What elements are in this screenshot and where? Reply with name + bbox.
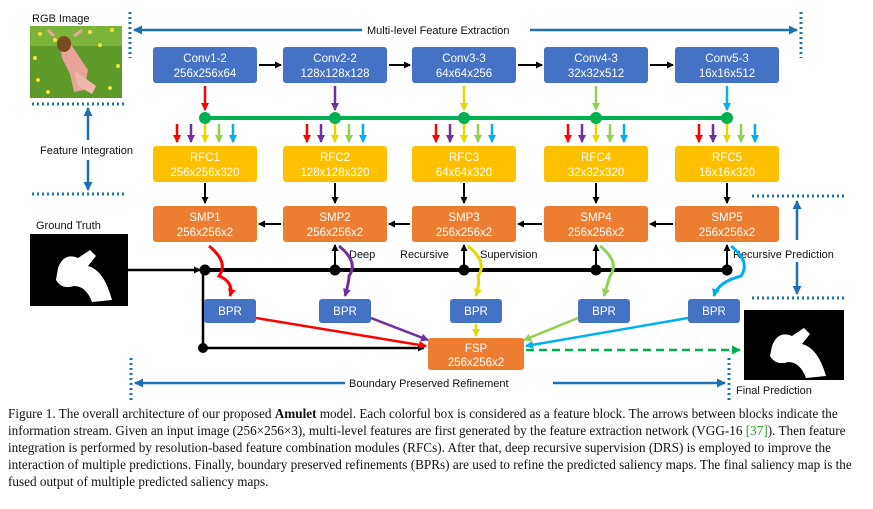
integration-node bbox=[199, 112, 211, 124]
rfc-size: 64x64x320 bbox=[436, 167, 492, 179]
conv-name: Conv4-3 bbox=[574, 53, 617, 65]
rfc-size: 32x32x320 bbox=[568, 167, 624, 179]
smp-size: 256x256x2 bbox=[699, 227, 755, 239]
conv-size: 256x256x64 bbox=[174, 68, 237, 80]
caption-text3: ). Then feature integration is performed… bbox=[8, 423, 852, 489]
recursive-label: Recursive bbox=[400, 249, 449, 261]
bpr-to-fsp-arrow bbox=[255, 316, 427, 349]
integration-node bbox=[721, 112, 733, 124]
bpr-to-fsp-arrow bbox=[370, 316, 429, 342]
smp-box-2: SMP2 256x256x2 bbox=[283, 206, 387, 242]
smp-size: 256x256x2 bbox=[568, 227, 624, 239]
rfc-box-5: RFC5 16x16x320 bbox=[675, 146, 779, 182]
rfc-name: RFC3 bbox=[449, 152, 479, 164]
bus-node bbox=[458, 264, 470, 276]
conv-size: 16x16x512 bbox=[699, 68, 755, 80]
caption-text1: The overall architecture of our proposed bbox=[55, 406, 275, 421]
smp-size: 256x256x2 bbox=[436, 227, 492, 239]
deep-label: Deep bbox=[349, 249, 375, 261]
integration-node bbox=[590, 112, 602, 124]
conv-box-5: Conv5-3 16x16x512 bbox=[675, 47, 779, 83]
bus-node bbox=[590, 264, 602, 276]
boundary-label: Boundary Preserved Refinement bbox=[349, 378, 509, 390]
fsp-box: FSP 256x256x2 bbox=[428, 338, 524, 370]
feature-integration-label: Feature Integration bbox=[40, 145, 133, 157]
supervision-label: Supervision bbox=[480, 249, 537, 261]
ground-truth-image bbox=[30, 234, 128, 306]
bpr-box-1: BPR bbox=[204, 299, 256, 323]
fsp-name: FSP bbox=[465, 343, 488, 355]
bpr-box-4: BPR bbox=[578, 299, 630, 323]
rfc-size: 16x16x320 bbox=[699, 167, 755, 179]
drs-curve bbox=[712, 244, 746, 297]
rfc-name: RFC5 bbox=[712, 152, 742, 164]
fsp-size: 256x256x2 bbox=[448, 357, 504, 369]
rgb-image-label: RGB Image bbox=[32, 13, 89, 25]
smp-name: SMP4 bbox=[580, 212, 612, 224]
bpr-box-5: BPR bbox=[688, 299, 740, 323]
final-prediction-label: Final Prediction bbox=[736, 385, 812, 397]
rfc-size: 256x256x320 bbox=[170, 167, 239, 179]
bpr-box-2: BPR bbox=[319, 299, 371, 323]
smp-box-4: SMP4 256x256x2 bbox=[544, 206, 648, 242]
figure-caption: Figure 1. The overall architecture of ou… bbox=[8, 405, 868, 490]
conv-name: Conv1-2 bbox=[183, 53, 226, 65]
rfc-box-3: RFC3 64x64x320 bbox=[412, 146, 516, 182]
integration-node bbox=[458, 112, 470, 124]
conv-size: 64x64x256 bbox=[436, 68, 492, 80]
smp-box-3: SMP3 256x256x2 bbox=[412, 206, 516, 242]
bus-node bbox=[329, 264, 341, 276]
drs-curve bbox=[338, 244, 354, 297]
smp-box-5: SMP5 256x256x2 bbox=[675, 206, 779, 242]
conv-box-3: Conv3-3 64x64x256 bbox=[412, 47, 516, 83]
bpr-label: BPR bbox=[702, 306, 726, 318]
smp-size: 256x256x2 bbox=[177, 227, 233, 239]
bus-node bbox=[198, 343, 208, 353]
conv-name: Conv3-3 bbox=[442, 53, 485, 65]
conv-box-1: Conv1-2 256x256x64 bbox=[153, 47, 257, 83]
rfc-name: RFC2 bbox=[320, 152, 350, 164]
conv-name: Conv2-2 bbox=[313, 53, 356, 65]
bpr-box-3: BPR bbox=[450, 299, 502, 323]
conv-name: Conv5-3 bbox=[705, 53, 748, 65]
conv-box-4: Conv4-3 32x32x512 bbox=[544, 47, 648, 83]
caption-fig: Figure 1. bbox=[8, 406, 56, 421]
final-prediction-image bbox=[744, 310, 844, 380]
ground-truth-label: Ground Truth bbox=[36, 220, 101, 232]
conv-box-2: Conv2-2 128x128x128 bbox=[283, 47, 387, 83]
rfc-size: 128x128x320 bbox=[300, 167, 369, 179]
caption-text2: model. Each colorful box is considered a… bbox=[8, 406, 838, 438]
rfc-name: RFC4 bbox=[581, 152, 612, 164]
rfc-box-1: RFC1 256x256x320 bbox=[153, 146, 257, 182]
conv-size: 128x128x128 bbox=[300, 68, 369, 80]
rfc-box-2: RFC2 128x128x320 bbox=[283, 146, 387, 182]
rfc-box-4: RFC4 32x32x320 bbox=[544, 146, 648, 182]
multi-level-label: Multi-level Feature Extraction bbox=[367, 25, 509, 37]
bpr-label: BPR bbox=[592, 306, 616, 318]
smp-name: SMP1 bbox=[189, 212, 220, 224]
rfc-name: RFC1 bbox=[190, 152, 220, 164]
bus-node bbox=[721, 264, 733, 276]
smp-box-1: SMP1 256x256x2 bbox=[153, 206, 257, 242]
drs-curve bbox=[467, 244, 483, 297]
bpr-to-fsp-arrow bbox=[523, 316, 579, 342]
bus-node bbox=[199, 264, 211, 276]
smp-name: SMP2 bbox=[319, 212, 350, 224]
smp-size: 256x256x2 bbox=[307, 227, 363, 239]
rgb-image bbox=[30, 26, 122, 98]
bpr-to-fsp-arrow bbox=[525, 316, 689, 349]
bpr-label: BPR bbox=[218, 306, 242, 318]
bpr-label: BPR bbox=[333, 306, 357, 318]
caption-model: Amulet bbox=[274, 406, 317, 421]
recursive-prediction-label: Recursive Prediction bbox=[733, 249, 834, 261]
smp-name: SMP5 bbox=[711, 212, 742, 224]
smp-name: SMP3 bbox=[448, 212, 479, 224]
integration-node bbox=[329, 112, 341, 124]
bpr-label: BPR bbox=[464, 306, 488, 318]
conv-size: 32x32x512 bbox=[568, 68, 624, 80]
drs-curve bbox=[599, 244, 615, 297]
caption-cite: [37] bbox=[745, 423, 768, 438]
drs-curve bbox=[208, 244, 236, 297]
